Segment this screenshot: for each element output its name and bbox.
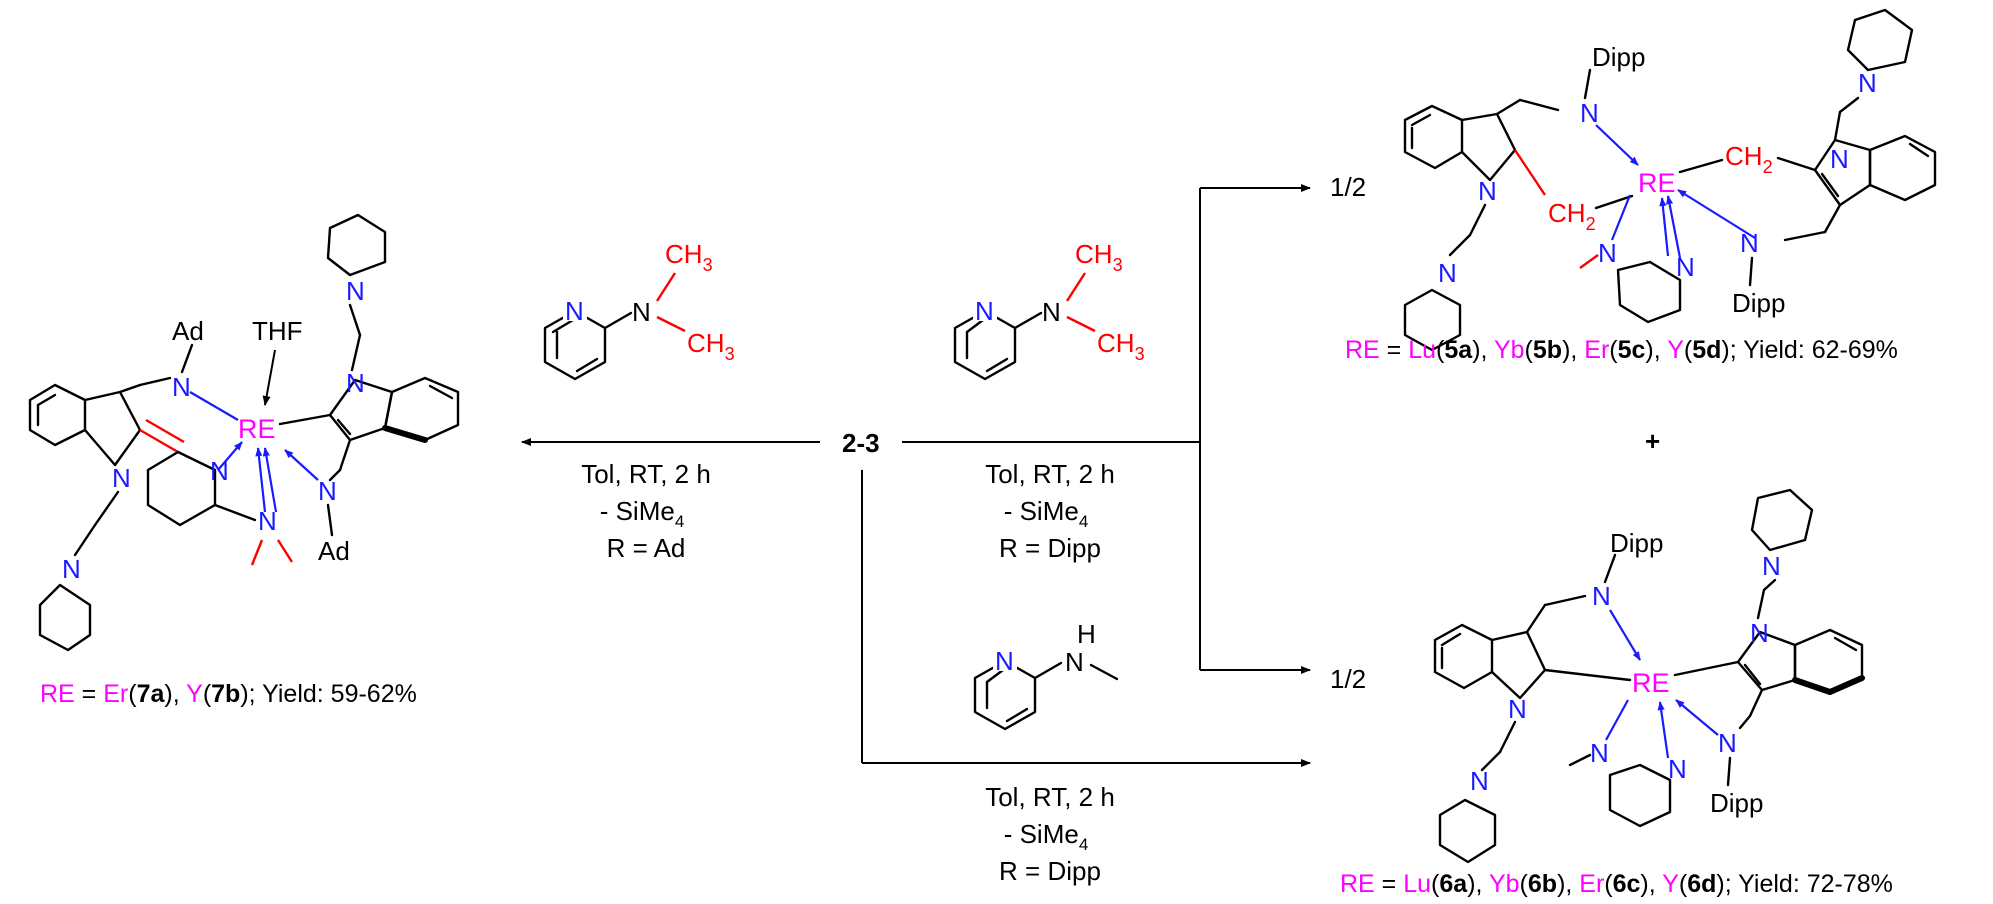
conditions-lower-line3: R = Dipp xyxy=(999,856,1101,886)
imine-n-label: N xyxy=(1580,98,1599,128)
ring-nitrogen-label: N xyxy=(565,296,584,326)
indole-n-label-right: N xyxy=(346,368,365,398)
indole-n-label-left: N xyxy=(112,463,131,493)
piperidine-n-label-right: N xyxy=(1858,68,1877,98)
conditions-upper-right: Tol, RT, 2 h - SiMe4 R = Dipp xyxy=(985,459,1115,563)
conditions-left-line2: - SiMe4 xyxy=(600,496,685,531)
product-5-structure: N Dipp N N CH2 RE CH2 N N N Dipp N N xyxy=(1403,8,1937,352)
indole-n-label-left: N xyxy=(1478,176,1497,206)
product-7-structure: N Ad N N N N RE THF N N xyxy=(28,213,460,652)
amine-nitrogen-label: N xyxy=(1065,647,1084,677)
conditions-lower-line2: - SiMe4 xyxy=(1004,819,1089,854)
caption-product-7: RE = Er(7a), Y(7b); Yield: 59-62% xyxy=(40,680,417,708)
metal-label-5: RE xyxy=(1638,168,1676,198)
caption-product-6: RE = Lu(6a), Yb(6b), Er(6c), Y(6d); Yiel… xyxy=(1340,870,1893,898)
amine-nitrogen-label: N xyxy=(1042,297,1061,327)
pyridyl-n-label: N xyxy=(1676,252,1695,282)
amine-hydrogen-label: H xyxy=(1077,619,1096,649)
ad-label-bottom: Ad xyxy=(318,536,350,566)
fraction-lower: 1/2 xyxy=(1330,664,1366,694)
methyl-label-top: CH3 xyxy=(1075,239,1123,275)
reagent-dimethylaminopyridine-left: N N CH3 CH3 xyxy=(543,239,735,381)
ring-nitrogen-label: N xyxy=(995,646,1014,676)
indole-n-label-left: N xyxy=(1508,694,1527,724)
piperidine-n-label-right: N xyxy=(1762,551,1781,581)
conditions-left-line3: R = Ad xyxy=(607,533,686,563)
imine-n-label-right: N xyxy=(318,476,337,506)
imine-n-label-right: N xyxy=(1740,228,1759,258)
thf-label: THF xyxy=(252,316,303,346)
methyl-label-bottom: CH3 xyxy=(1097,328,1145,364)
piperidine-n-label-right: N xyxy=(346,276,365,306)
reagent-dimethylaminopyridine-right: N N CH3 CH3 xyxy=(953,239,1145,381)
ring-nitrogen-label: N xyxy=(975,296,994,326)
starting-compound-label: 2-3 xyxy=(842,428,880,458)
imine-n-label: N xyxy=(172,372,191,402)
caption-product-5: RE = Lu(5a), Yb(5b), Er(5c), Y(5d); Yiel… xyxy=(1345,336,1898,364)
conditions-left-line1: Tol, RT, 2 h xyxy=(581,459,711,489)
dipp-label-top: Dipp xyxy=(1592,42,1645,72)
amido-n-label: N xyxy=(1598,238,1617,268)
piperidine-n-label-left: N xyxy=(1438,258,1457,288)
imine-n-label-right: N xyxy=(1718,728,1737,758)
pyridyl-n-label: N xyxy=(1668,754,1687,784)
ad-label-top: Ad xyxy=(172,316,204,346)
plus-sign: + xyxy=(1645,426,1660,456)
product-6-structure: N Dipp N N RE N N N Dipp N N xyxy=(1433,488,1865,864)
metal-label-7: RE xyxy=(238,414,276,444)
imine-n-label: N xyxy=(1592,581,1611,611)
amido-n-label: N xyxy=(1590,738,1609,768)
ch2-label-right: CH2 xyxy=(1725,141,1773,177)
dipp-label-bottom: Dipp xyxy=(1732,288,1785,318)
amine-nitrogen-label: N xyxy=(632,297,651,327)
methyl-label-top: CH3 xyxy=(665,239,713,275)
conditions-upper-line2: - SiMe4 xyxy=(1004,496,1089,531)
metal-label-6: RE xyxy=(1632,668,1670,698)
reagent-methylaminopyridine: N N H xyxy=(973,619,1119,731)
conditions-lower-right: Tol, RT, 2 h - SiMe4 R = Dipp xyxy=(985,782,1115,886)
conditions-lower-line1: Tol, RT, 2 h xyxy=(985,782,1115,812)
conditions-left: Tol, RT, 2 h - SiMe4 R = Ad xyxy=(581,459,711,563)
dipp-label-bottom: Dipp xyxy=(1710,788,1763,818)
ch2-label-left: CH2 xyxy=(1548,198,1596,234)
piperidine-n-label-left: N xyxy=(62,554,81,584)
conditions-upper-line3: R = Dipp xyxy=(999,533,1101,563)
reaction-arrows xyxy=(521,184,1311,767)
indole-n-label-right: N xyxy=(1830,144,1849,174)
methyl-label-bottom: CH3 xyxy=(687,328,735,364)
fraction-upper: 1/2 xyxy=(1330,172,1366,202)
piperidine-n-label-left: N xyxy=(1470,766,1489,796)
dipp-label-top: Dipp xyxy=(1610,528,1663,558)
amido-n-label: N xyxy=(258,506,277,536)
indole-n-label-right: N xyxy=(1750,618,1769,648)
conditions-upper-line1: Tol, RT, 2 h xyxy=(985,459,1115,489)
